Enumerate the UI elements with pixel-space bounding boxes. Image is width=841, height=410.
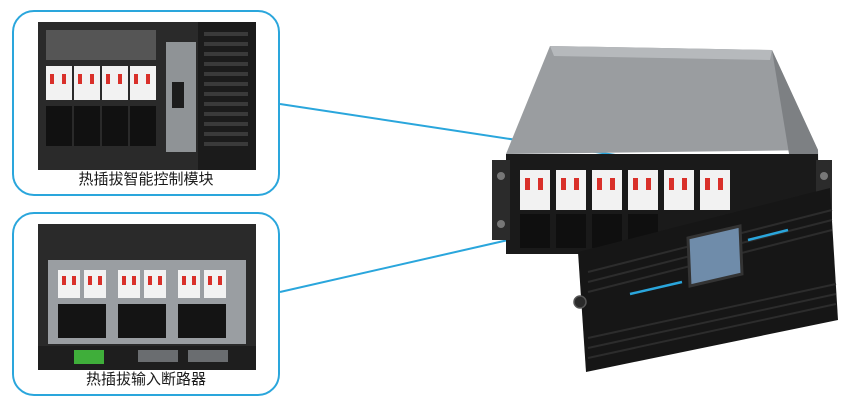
control-module-caption: 热插拔智能控制模块 [78,170,214,188]
control-module-illustration [38,22,256,170]
input-breaker-caption: 热插拔输入断路器 [85,370,206,388]
input-breaker-illustration [38,224,256,370]
callout-control-module: 热插拔智能控制模块 [12,10,280,196]
callout-input-breaker: 热插拔输入断路器 [12,212,280,396]
ups-rack-chassis [492,46,838,372]
control-module-photo [38,22,256,170]
input-breaker-photo [38,224,256,370]
